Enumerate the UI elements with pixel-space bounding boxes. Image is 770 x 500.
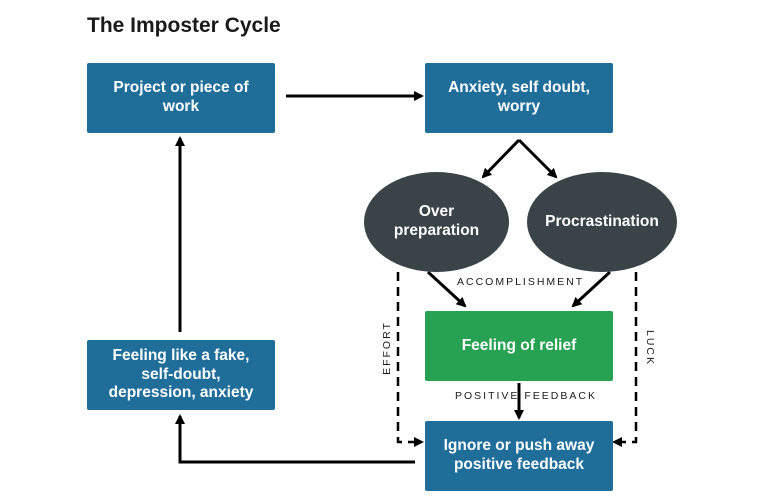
arrow-anxiety-to-procrastination xyxy=(517,138,558,179)
node-relief: Feeling of relief xyxy=(425,311,613,381)
label-positive-feedback: POSITIVE FEEDBACK xyxy=(455,390,597,402)
arrow-luck-dashed xyxy=(612,272,638,447)
node-over-preparation: Over preparation xyxy=(364,172,509,272)
arrow-anxiety-to-over-preparation xyxy=(481,138,521,179)
label-effort: EFFORT xyxy=(381,321,393,375)
diagram-title: The Imposter Cycle xyxy=(87,14,281,37)
label-luck: LUCK xyxy=(644,329,656,366)
node-project: Project or piece of work xyxy=(87,63,275,133)
node-procrastination: Procrastination xyxy=(527,172,677,272)
arrow-ignore-to-fake xyxy=(175,414,415,464)
label-accomplishment: ACCOMPLISHMENT xyxy=(457,276,585,288)
arrow-procrastination-to-relief xyxy=(571,270,612,308)
arrow-over-preparation-to-relief xyxy=(426,270,467,308)
arrow-effort-dashed xyxy=(396,272,424,447)
node-fake: Feeling like a fake, self-doubt, depress… xyxy=(87,340,275,410)
node-ignore: Ignore or push away positive feedback xyxy=(425,421,613,491)
node-anxiety: Anxiety, self doubt, worry xyxy=(425,63,613,133)
